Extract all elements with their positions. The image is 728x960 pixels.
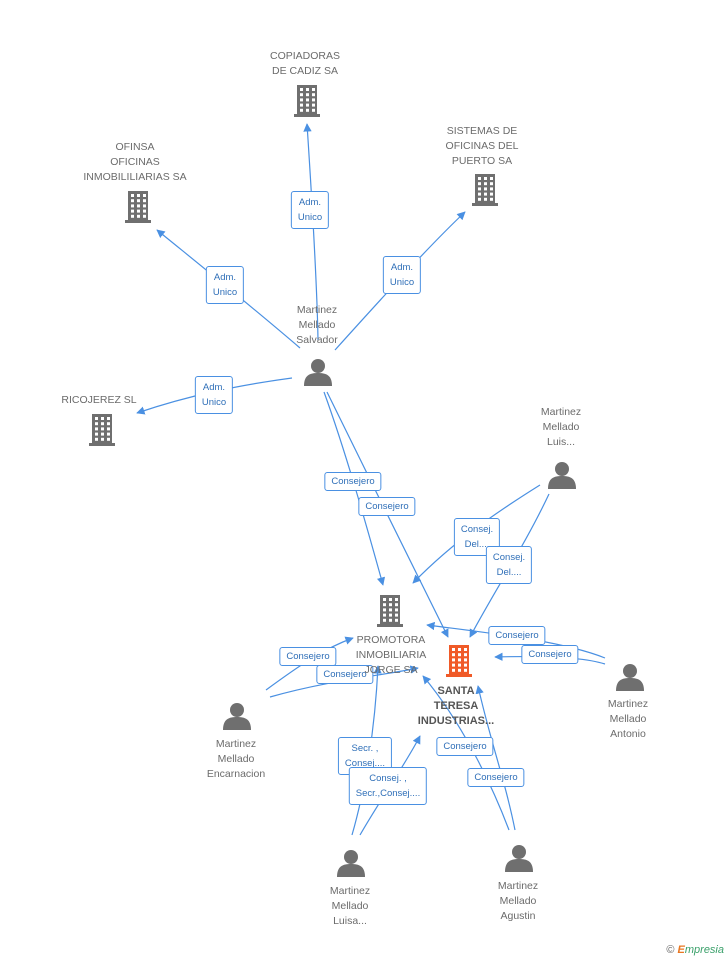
edge-label-salvador-to-promotora[interactable]: Consejero bbox=[324, 471, 382, 491]
person-icon-encarnacion[interactable] bbox=[223, 703, 251, 730]
edge-label-agustin-to-santa_teresa[interactable]: Consejero bbox=[467, 767, 525, 787]
edge-label-salvador-to-sistemas[interactable]: Adm.Unico bbox=[382, 256, 422, 294]
edge-label-salvador-to-ricojerez[interactable]: Adm.Unico bbox=[194, 376, 234, 414]
edge-label-salvador-to-santa_teresa[interactable]: Consejero bbox=[358, 496, 416, 516]
edge-label-antonio-to-santa_teresa[interactable]: Consejero bbox=[521, 644, 579, 664]
edge-label-antonio-to-promotora[interactable]: Consejero bbox=[488, 625, 546, 645]
person-icon-salvador[interactable] bbox=[304, 359, 332, 386]
edge-label-salvador-to-copiadoras[interactable]: Adm.Unico bbox=[290, 191, 330, 229]
edge-label-agustin-to-promotora[interactable]: Consejero bbox=[436, 736, 494, 756]
building-icon-santa_teresa[interactable] bbox=[446, 645, 472, 677]
building-icon-promotora[interactable] bbox=[377, 595, 403, 627]
building-icon-copiadoras[interactable] bbox=[294, 85, 320, 117]
node-label-ricojerez[interactable]: RICOJEREZ SL bbox=[61, 394, 137, 406]
person-icon-agustin[interactable] bbox=[505, 845, 533, 872]
edge-agustin-to-santa_teresa bbox=[475, 685, 516, 831]
edge-label-encarnacion-to-promotora[interactable]: Consejero bbox=[279, 646, 337, 666]
person-icon-luis[interactable] bbox=[548, 462, 576, 489]
edge-label-luisa-to-santa_teresa[interactable]: Consej. ,Secr.,Consej.... bbox=[348, 767, 428, 805]
copyright-symbol: © bbox=[666, 944, 675, 956]
footer-brand: © Empresia bbox=[666, 944, 724, 956]
person-icon-antonio[interactable] bbox=[616, 664, 644, 691]
building-icon-ofinsa[interactable] bbox=[125, 191, 151, 223]
edge-salvador-to-copiadoras bbox=[303, 123, 319, 341]
edge-label-encarnacion-to-santa_teresa[interactable]: Consejero bbox=[316, 664, 374, 684]
person-icon-luisa[interactable] bbox=[337, 850, 365, 877]
building-icon-sistemas[interactable] bbox=[472, 174, 498, 206]
building-icon-ricojerez[interactable] bbox=[89, 414, 115, 446]
edge-label-salvador-to-ofinsa[interactable]: Adm.Unico bbox=[205, 266, 245, 304]
edge-label-luis-to-santa_teresa[interactable]: Consej.Del.... bbox=[485, 546, 533, 584]
empresia-logo[interactable]: Empresia bbox=[677, 944, 724, 956]
